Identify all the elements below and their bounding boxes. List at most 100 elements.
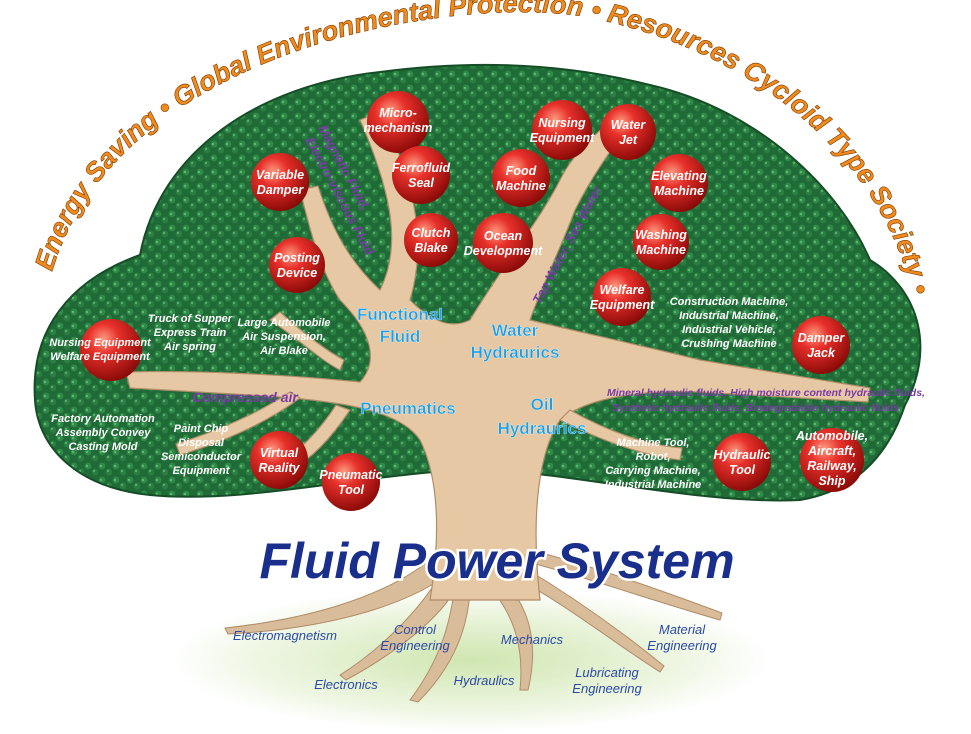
fruit-label: Micro-	[379, 106, 417, 120]
fruit-ball	[251, 153, 309, 211]
fruit-label: Machine	[636, 243, 686, 257]
root-electronics: Electronics	[314, 677, 378, 692]
fruit-ball	[492, 149, 550, 207]
root-control-engineering-1: Control	[394, 622, 437, 637]
root-material-engineering-2: Engineering	[647, 638, 717, 653]
fruit-label: Jack	[807, 346, 836, 360]
fruit-label: Washing	[635, 228, 687, 242]
fruit-label: Machine	[496, 179, 546, 193]
leaf-label: Carrying Machine,	[605, 465, 700, 477]
root-hydraulics: Hydraulics	[454, 673, 515, 688]
leaf-label: Factory Automation	[51, 413, 155, 425]
leaf-label: Assembly Convey	[55, 427, 152, 439]
label-compressed-air: Compressed air	[192, 389, 299, 405]
leaf-label: Truck of Supper	[148, 313, 233, 325]
fruit-ball	[532, 100, 592, 160]
title-outline: Fluid Power System	[259, 533, 734, 589]
leaf-label: Semiconductor	[161, 451, 242, 463]
fruit-label: Welfare Equipment	[50, 351, 151, 363]
fruit-ball	[473, 213, 533, 273]
leaf-label: Paint Chip	[174, 423, 229, 435]
fruit-automobile-aircraft: Automobile, Aircraft, Railway, Ship	[795, 428, 868, 492]
fruit-label: Railway,	[807, 459, 857, 473]
fruit-ball	[650, 154, 708, 212]
fruit-ferrofluid-seal: Ferrofluid Seal	[392, 146, 451, 204]
fruit-label: Welfare	[600, 283, 645, 297]
fruit-label: Variable	[256, 168, 304, 182]
fruit-label: Food	[506, 164, 537, 178]
label-functional-fluid-2: Fluid	[380, 327, 421, 346]
fruit-ball	[322, 453, 380, 511]
fruit-ball	[593, 268, 651, 326]
label-functional-fluid-1: Functional	[357, 305, 443, 324]
fruit-label: Nursing Equipment	[49, 337, 152, 349]
fruit-nursing-equipment: Nursing Equipment	[530, 100, 595, 160]
fruit-ball	[800, 428, 864, 492]
fruit-water-jet: Water Jet	[600, 104, 656, 160]
leaf-machine-tool: Machine Tool, Robot, Carrying Machine, I…	[605, 437, 702, 491]
leaf-label: Large Automobile	[237, 317, 330, 329]
root-control-engineering-2: Engineering	[380, 638, 450, 653]
leaf-label: Air spring	[163, 341, 216, 353]
fruit-ball	[713, 433, 771, 491]
label-oil-hydraulics-2: Hydraurics	[498, 419, 587, 438]
label-water-hydraulics-1: Water	[492, 321, 539, 340]
fruit-ball	[250, 431, 308, 489]
fruit-label: Damper	[798, 331, 846, 345]
fruit-label: Equipment	[530, 131, 595, 145]
leaf-label: Express Train	[154, 327, 227, 339]
fruit-label: Seal	[408, 176, 434, 190]
fruit-label: Reality	[259, 461, 301, 475]
fruit-label: Clutch	[412, 226, 451, 240]
leaf-label: Equipment	[173, 465, 231, 477]
leaf-label: Construction Machine,	[670, 296, 789, 308]
fruit-label: Ship	[818, 474, 845, 488]
leaf-factory-automation: Factory Automation Assembly Convey Casti…	[51, 413, 155, 453]
leaf-paint-chip: Paint Chip Disposal Semiconductor Equipm…	[161, 423, 242, 477]
fruit-label: Elevating	[651, 169, 707, 183]
fruit-label: Automobile,	[795, 429, 868, 443]
fruit-food-machine: Food Machine	[492, 149, 550, 207]
fruit-posting-device: Posting Device	[269, 237, 325, 293]
page-title: Fluid Power System	[259, 533, 734, 589]
fruit-label: Hydraulic	[714, 448, 771, 462]
fruit-ball	[404, 213, 458, 267]
fruit-label: Blake	[414, 241, 447, 255]
leaf-large-automobile: Large Automobile Air Suspension, Air Bla…	[237, 317, 330, 357]
leaf-label: Air Suspension,	[241, 331, 326, 343]
fruit-ball	[80, 319, 142, 381]
fruit-ball	[792, 316, 850, 374]
fruit-label: Aircraft,	[807, 444, 856, 458]
root-material-engineering-1: Material	[659, 622, 706, 637]
fruit-pneumatic-tool: Pneumatic Tool	[319, 453, 383, 511]
fruit-ball	[367, 91, 429, 153]
fruit-damper-jack: Damper Jack	[792, 316, 850, 374]
fruit-label: mechanism	[364, 121, 433, 135]
fruit-label: Tool	[338, 483, 364, 497]
fruit-micromechanism: Micro- mechanism	[364, 91, 433, 153]
fruit-virtual-reality: Virtual Reality	[250, 431, 308, 489]
fruit-welfare-equipment: Welfare Equipment	[590, 268, 655, 326]
fruit-label: Ocean	[484, 229, 523, 243]
label-water-hydraulics-2: Hydraurics	[471, 343, 560, 362]
fruit-label: Jet	[619, 133, 638, 147]
fruit-label: Tool	[729, 463, 755, 477]
fruit-washing-machine: Washing Machine	[633, 214, 689, 270]
root-lubricating-engineering-2: Engineering	[572, 681, 642, 696]
fruit-label: Device	[277, 266, 317, 280]
root-lubricating-engineering-1: Lubricating	[575, 665, 639, 680]
leaf-label: Disposal	[178, 437, 225, 449]
fruit-label: Development	[464, 244, 543, 258]
fruit-label: Posting	[274, 251, 320, 265]
leaf-label: Air Blake	[259, 345, 308, 357]
fruit-ball	[392, 146, 450, 204]
leaf-label: Casting Mold	[68, 441, 137, 453]
leaf-label: Machine Tool,	[617, 437, 690, 449]
fruit-ball	[269, 237, 325, 293]
root-labels: Electromagnetism Control Engineering Mec…	[233, 622, 717, 696]
label-oil-fluids-1: Mineral hydraulic fluids, High moisture …	[607, 387, 925, 399]
root-electromagnetism: Electromagnetism	[233, 628, 337, 643]
leaf-label: Industrial Vehicle,	[682, 324, 776, 336]
ground	[170, 588, 770, 732]
